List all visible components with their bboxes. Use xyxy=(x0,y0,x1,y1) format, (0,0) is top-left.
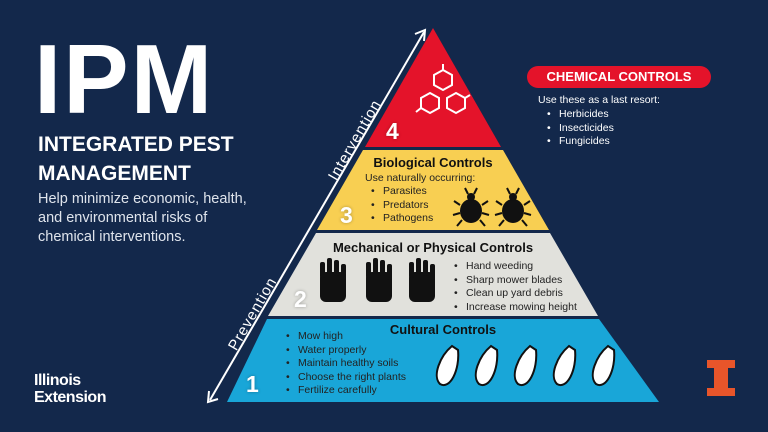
subtitle: INTEGRATED PEST MANAGEMENT xyxy=(38,133,234,185)
illinois-extension-logo: Illinois Extension xyxy=(34,372,106,406)
seed-icon xyxy=(513,344,538,387)
list-item: Sharp mower blades xyxy=(452,274,577,288)
logo-line2: Extension xyxy=(34,389,106,406)
biological-list: Parasites Predators Pathogens xyxy=(369,185,433,226)
biological-controls-title: Biological Controls xyxy=(373,155,493,170)
list-item: Parasites xyxy=(369,185,433,199)
seed-icon xyxy=(552,344,577,387)
hands-icon xyxy=(409,258,435,302)
seed-icon xyxy=(474,344,499,387)
chemical-molecule-icon xyxy=(415,64,471,115)
cultural-list: Mow high Water properly Maintain healthy… xyxy=(284,330,406,398)
mechanical-list: Hand weeding Sharp mower blades Clean up… xyxy=(452,260,577,314)
chemical-intro: Use these as a last resort: xyxy=(538,94,660,106)
list-item: Maintain healthy soils xyxy=(284,357,406,371)
tier-number-4: 4 xyxy=(386,118,399,144)
list-item: Hand weeding xyxy=(452,260,577,274)
mechanical-controls-title: Mechanical or Physical Controls xyxy=(332,240,534,255)
pyramid-tier-chemical xyxy=(365,28,501,147)
illinois-block-i-logo xyxy=(707,360,735,396)
tier-number-2: 2 xyxy=(294,286,307,312)
list-item: Water properly xyxy=(284,344,406,358)
beetle-icon xyxy=(452,187,490,227)
hands-icon xyxy=(366,258,392,302)
list-item: Clean up yard debris xyxy=(452,287,577,301)
list-item: Insecticides xyxy=(545,122,614,136)
list-item: Pathogens xyxy=(369,212,433,226)
arrow-head-down-icon xyxy=(206,390,219,404)
beetle-icon xyxy=(494,187,532,227)
chemical-controls-label: CHEMICAL CONTROLS xyxy=(527,66,711,88)
intervention-prevention-arrow xyxy=(209,31,425,401)
tier-number-1: 1 xyxy=(246,371,259,397)
list-item: Predators xyxy=(369,199,433,213)
cultural-controls-title: Cultural Controls xyxy=(389,322,497,337)
list-item: Choose the right plants xyxy=(284,371,406,385)
hands-icon xyxy=(320,258,346,302)
list-item: Fertilize carefully xyxy=(284,384,406,398)
tier-number-3: 3 xyxy=(340,202,353,228)
seed-icon xyxy=(591,344,616,387)
arrow-head-up-icon xyxy=(414,28,427,42)
description: Help minimize economic, health, and envi… xyxy=(38,191,247,245)
logo-line1: Illinois xyxy=(34,372,81,389)
chemical-list: Herbicides Insecticides Fungicides xyxy=(545,108,614,149)
list-item: Increase mowing height xyxy=(452,301,577,315)
seed-icon xyxy=(435,344,460,387)
ipm-title: IPM xyxy=(34,24,215,134)
list-item: Fungicides xyxy=(545,135,614,149)
list-item: Mow high xyxy=(284,330,406,344)
biological-intro: Use naturally occurring: xyxy=(365,172,476,184)
list-item: Herbicides xyxy=(545,108,614,122)
